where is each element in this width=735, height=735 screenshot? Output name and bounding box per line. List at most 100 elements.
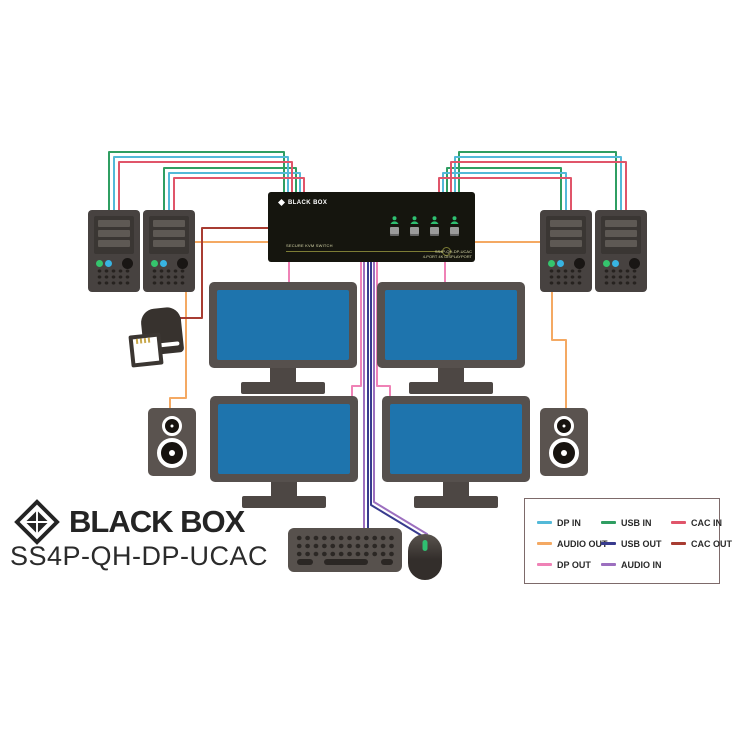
monitor-bottom-left [210,396,358,508]
cac-in-cable [173,177,305,211]
monitor-screen [218,404,350,474]
monitor-bottom-right [382,396,530,508]
legend-item: DP IN [537,512,601,533]
legend-item: CAC IN [671,512,727,533]
usb-out-cable [370,261,425,538]
legend-label: CAC IN [691,517,722,528]
port-select-4 [450,216,459,236]
kvm-front-label-right: SS4P-QH-DP-UCAC 4-PORT 4K DISPLAYPORT [423,249,472,259]
product-model-number: SS4P-QH-DP-UCAC [10,541,269,571]
mouse [408,534,442,580]
power-led [548,260,555,267]
computer-tower-3 [540,210,592,292]
speaker-left [148,408,196,476]
dp-in-cable [442,172,567,211]
usb-in-cable [163,167,297,211]
usb-in-cable [108,151,285,211]
power-button [629,258,640,269]
audio-out-cable [169,241,269,415]
monitor-stand-neck [438,368,464,382]
kvm-brand: BLACK BOX [278,199,327,206]
monitor-stand-neck [271,482,297,496]
kvm-switch: BLACK BOX [268,192,475,262]
audio-in-cable [373,261,428,535]
dp-in-cable [168,172,301,211]
usb-in-cable [458,151,617,211]
drive-bays [149,216,189,254]
drive-bays [546,216,586,254]
legend-item: CAC OUT [671,533,732,554]
legend-label: DP OUT [557,559,591,570]
kvm-front-label-left: SECURE KVM SWITCH [286,243,333,248]
cac-in-cable [438,177,572,211]
keyboard-modifier-key [297,559,313,565]
monitor-stand-base [242,496,326,508]
woofer [549,438,579,468]
blackbox-diamond-icon [278,199,285,206]
disk-led [612,260,619,267]
port-select-button [450,227,459,236]
port-selector-row [390,216,459,236]
port-select-button [430,227,439,236]
legend-label: AUDIO IN [621,559,662,570]
kvm-certification-emblem [442,247,451,256]
legend-color-swatch [537,542,552,545]
computer-tower-2 [143,210,195,292]
monitor-screen [217,290,349,360]
disk-led [557,260,564,267]
monitor-stand-base [409,382,493,394]
computer-tower-1 [88,210,140,292]
cable-legend: DP IN USB IN CAC IN AUDIO OUT USB OUT CA… [524,498,732,584]
dp-in-cable [454,156,622,211]
monitor-stand-base [241,382,325,394]
legend-color-swatch [601,542,616,545]
power-led [603,260,610,267]
power-button [122,258,133,269]
monitor-top-left [209,282,357,394]
vent-grille [548,268,584,286]
monitor-screen [385,290,517,360]
smart-card [128,332,164,368]
power-button [574,258,585,269]
mouse-scroll-wheel [422,540,428,551]
vent-grille [151,268,187,286]
legend-item: USB OUT [601,533,671,554]
vent-grille [603,268,639,286]
port-select-3 [430,216,439,236]
legend-color-swatch [537,521,552,524]
legend-item: DP OUT [537,554,601,575]
port-select-button [410,227,419,236]
woofer [157,438,187,468]
legend-label: USB IN [621,517,652,528]
monitor-stand-neck [443,482,469,496]
disk-led [160,260,167,267]
legend-color-swatch [537,563,552,566]
port-user-icon [430,216,439,224]
cac-in-cable [118,161,293,211]
keyboard-keys [295,534,395,558]
disk-led [105,260,112,267]
tweeter [162,416,182,436]
legend-label: CAC OUT [691,538,732,549]
legend-item: AUDIO OUT [537,533,608,554]
legend-label: DP IN [557,517,581,528]
power-button [177,258,188,269]
power-led [151,260,158,267]
monitor-stand-base [414,496,498,508]
blackbox-logo: BLACK BOX [14,499,245,545]
monitor-screen [390,404,522,474]
keyboard [288,528,402,572]
port-select-1 [390,216,399,236]
kvm-front-label-right-line2: 4-PORT 4K DISPLAYPORT [422,254,472,259]
dp-out-cable [351,261,362,401]
speaker-right [540,408,588,476]
legend-list: DP IN USB IN CAC IN AUDIO OUT USB OUT CA… [525,499,732,583]
port-select-2 [410,216,419,236]
port-user-icon [390,216,399,224]
legend-color-swatch [601,563,616,566]
drive-bays [601,216,641,254]
power-led [96,260,103,267]
legend-color-swatch [671,542,686,545]
